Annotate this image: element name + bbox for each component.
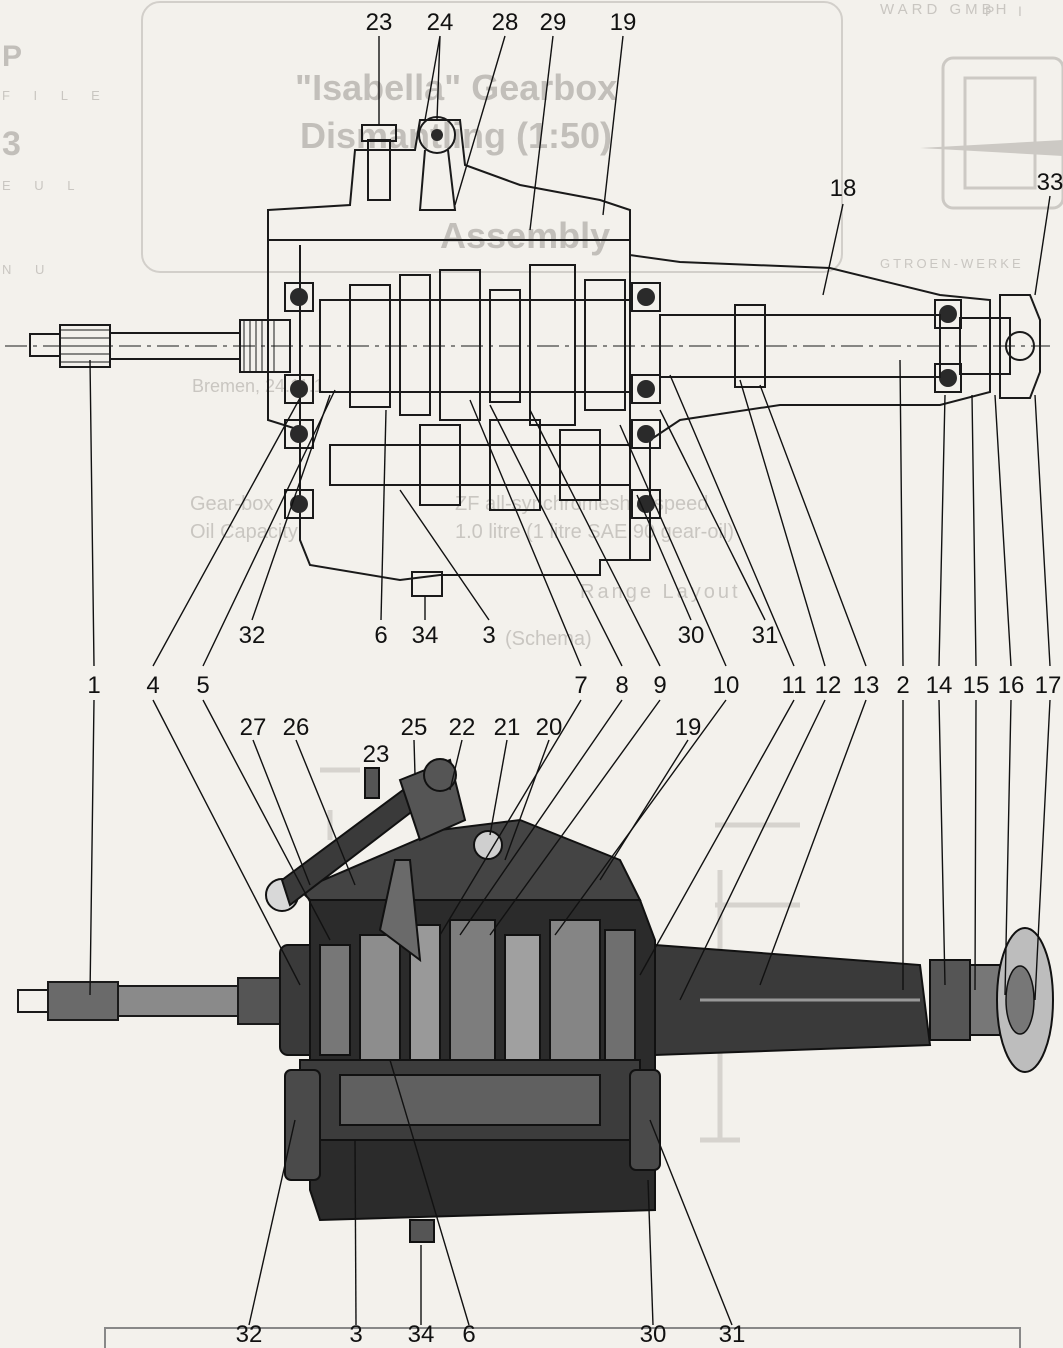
- bottom-external-drawing: [17, 758, 1054, 1348]
- callout-23-bottom: 23: [363, 741, 390, 768]
- callouts-middle-row: 1 4 5 7 8 9 10 11 12 13 2 14 15 16 17: [87, 672, 1061, 699]
- ghost-edge-row1: F I L E: [2, 88, 110, 103]
- gearbox-housing-section: [267, 119, 991, 582]
- callout-23-top: 23: [366, 9, 393, 36]
- ghost-edge-3: 3: [2, 125, 21, 163]
- bottom-shift-mechanism: [265, 758, 503, 963]
- top-sectional-drawing: [5, 116, 1050, 597]
- callout-27: 27: [240, 714, 267, 741]
- callout-22: 22: [449, 714, 476, 741]
- ghost-spec-oil-value: 1.0 litre (1 litre SAE 90 gear-oil): [455, 521, 734, 543]
- callout-26: 26: [283, 714, 310, 741]
- callout-19-bottom: 19: [675, 714, 702, 741]
- callout-24-top: 24: [427, 9, 454, 36]
- callout-11: 11: [782, 672, 807, 699]
- ghost-background-print: WARD GMBH GTROEN-WERKE "Isabella" Gearbo…: [2, 1, 1063, 1143]
- ghost-title-3: Assembly: [440, 215, 610, 256]
- callout-6-bottom: 6: [462, 1321, 475, 1348]
- ghost-edge-top: P I: [985, 3, 1032, 19]
- ghost-logo: [941, 56, 1063, 210]
- callout-6-top: 6: [374, 622, 387, 649]
- bottom-gear-cluster: [284, 919, 661, 1181]
- callout-13: 13: [853, 672, 880, 699]
- callout-1: 1: [87, 672, 100, 699]
- ghost-edge-row2: E U L: [2, 178, 85, 193]
- callout-29-top: 29: [540, 9, 567, 36]
- ghost-works: GTROEN-WERKE: [880, 256, 1024, 271]
- top-output-flange: [999, 294, 1041, 399]
- ghost-spec-oil-label: Oil Capacity: [190, 521, 298, 543]
- callout-5: 5: [196, 672, 209, 699]
- callouts-top: 23 24 28 29 19 18 33: [366, 9, 1063, 202]
- callout-9: 9: [653, 672, 666, 699]
- callout-2: 2: [896, 672, 909, 699]
- callout-20: 20: [536, 714, 563, 741]
- callout-3-bottom: 3: [349, 1321, 362, 1348]
- ghost-title-frame: [141, 1, 843, 273]
- callout-17: 17: [1035, 672, 1062, 699]
- callout-8: 8: [615, 672, 628, 699]
- callout-28-top: 28: [492, 9, 519, 36]
- callout-16: 16: [998, 672, 1025, 699]
- callout-15: 15: [963, 672, 990, 699]
- callout-12: 12: [815, 672, 842, 699]
- callout-30-bottom: 30: [640, 1321, 667, 1348]
- callout-10: 10: [713, 672, 740, 699]
- leader-lines: [89, 35, 1051, 1326]
- top-bearings: [284, 282, 962, 519]
- ghost-layout-title: Range Layout: [580, 581, 741, 603]
- callout-34-bottom: 34: [408, 1321, 435, 1348]
- callout-31-bottom: 31: [719, 1321, 746, 1348]
- callout-18-top: 18: [830, 175, 857, 202]
- callouts-bottom: 32 3 34 6 30 31: [236, 1321, 746, 1348]
- callout-25: 25: [401, 714, 428, 741]
- ghost-edge-p: P: [2, 40, 22, 73]
- top-output-shaft: [659, 314, 941, 378]
- callout-33-top: 33: [1037, 169, 1063, 196]
- callout-14: 14: [926, 672, 953, 699]
- ghost-edge-row3: N U: [2, 262, 54, 277]
- callout-32-top: 32: [239, 622, 266, 649]
- callout-19-top: 19: [610, 9, 637, 36]
- callout-7: 7: [574, 672, 587, 699]
- callout-31-top: 31: [752, 622, 779, 649]
- callouts-top-lower: 32 6 34 3 30 31: [239, 622, 779, 649]
- callout-3-top: 3: [482, 622, 495, 649]
- callout-4: 4: [146, 672, 159, 699]
- callout-32-bottom: 32: [236, 1321, 263, 1348]
- ghost-title-1: "Isabella" Gearbox: [295, 67, 617, 108]
- callouts-lower-top: 27 26 23 25 22 21 20 19: [240, 714, 702, 768]
- callout-34-top: 34: [412, 622, 439, 649]
- callout-30-top: 30: [678, 622, 705, 649]
- ghost-spec-gearbox-label: Gear-box: [190, 493, 273, 515]
- top-mainshaft-gears: [319, 264, 631, 426]
- ghost-company: WARD GMBH: [880, 1, 1010, 18]
- top-layshaft: [329, 419, 631, 511]
- ghost-title-2: Dismantling (1:50): [300, 115, 612, 156]
- callout-21: 21: [494, 714, 521, 741]
- ghost-layout-subtitle: (Schema): [505, 628, 592, 650]
